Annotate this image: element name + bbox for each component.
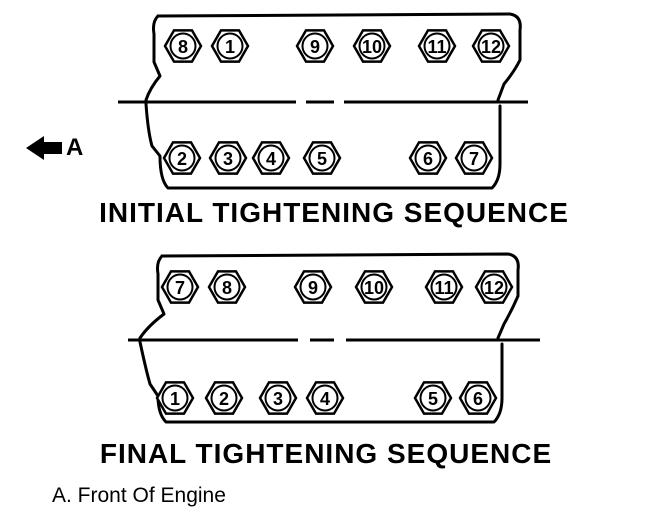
- bolt-washer-circle: [464, 384, 492, 412]
- bolt-washer-circle: [423, 32, 451, 60]
- initial-bolt-11: 11: [417, 29, 457, 63]
- bolt-washer-circle: [358, 32, 386, 60]
- bolt-number: 8: [222, 278, 232, 298]
- bolt-washer-circle: [477, 32, 505, 60]
- bolt-number: 5: [317, 149, 327, 169]
- initial-bolt-8: 8: [163, 29, 203, 63]
- initial-bolt-2: 2: [162, 141, 202, 175]
- final-bolt-9: 9: [293, 270, 333, 304]
- bolt-washer-circle: [210, 384, 238, 412]
- bolt-number: 4: [320, 389, 330, 409]
- bolt-number: 9: [308, 278, 318, 298]
- bolt-number: 5: [428, 389, 438, 409]
- bolt-washer-circle: [168, 144, 196, 172]
- initial-bolt-4: 4: [251, 141, 291, 175]
- bolt-washer-circle: [161, 384, 189, 412]
- bolt-number: 7: [175, 278, 185, 298]
- bolt-number: 3: [273, 389, 283, 409]
- final-bolt-11: 11: [424, 270, 464, 304]
- final-bolt-7: 7: [160, 270, 200, 304]
- bolt-number: 11: [434, 278, 453, 298]
- bolt-number: 9: [310, 37, 320, 57]
- bolt-washer-circle: [430, 273, 458, 301]
- initial-bolt-9: 9: [295, 29, 335, 63]
- initial-bolt-5: 5: [302, 141, 342, 175]
- bolt-washer-circle: [414, 144, 442, 172]
- bolt-washer-circle: [299, 273, 327, 301]
- initial-bolt-7: 7: [454, 141, 494, 175]
- bolt-washer-circle: [257, 144, 285, 172]
- bolt-washer-circle: [301, 32, 329, 60]
- bolt-number: 6: [423, 149, 433, 169]
- bolt-number: 4: [266, 149, 276, 169]
- bolt-washer-circle: [213, 273, 241, 301]
- final-bolt-1: 1: [155, 381, 195, 415]
- bolt-washer-circle: [311, 384, 339, 412]
- final-sequence-title: FINAL TIGHTENING SEQUENCE: [99, 438, 553, 469]
- bolt-number: 7: [469, 149, 479, 169]
- final-bolt-3: 3: [258, 381, 298, 415]
- bolt-number: 3: [223, 149, 233, 169]
- bolt-washer-circle: [460, 144, 488, 172]
- final-bolt-6: 6: [458, 381, 498, 415]
- initial-bolt-12: 12: [471, 29, 511, 63]
- bolt-washer-circle: [360, 273, 388, 301]
- initial-sequence-title: INITIAL TIGHTENING SEQUENCE: [99, 197, 569, 228]
- final-bolt-5: 5: [413, 381, 453, 415]
- bolt-washer-circle: [214, 144, 242, 172]
- bolt-number: 1: [170, 389, 180, 409]
- initial-bolt-3: 3: [208, 141, 248, 175]
- final-bolt-10: 10: [354, 270, 394, 304]
- bolt-washer-circle: [419, 384, 447, 412]
- final-cylinder-head-outline: [138, 252, 520, 424]
- arrow-left-icon: [26, 136, 62, 160]
- bolt-number: 12: [481, 37, 501, 57]
- final-bolt-12: 12: [474, 270, 514, 304]
- final-bolt-4: 4: [305, 381, 345, 415]
- bolt-number: 6: [473, 389, 483, 409]
- bolt-washer-circle: [216, 32, 244, 60]
- bolt-number: 11: [427, 37, 446, 57]
- bolt-washer-circle: [264, 384, 292, 412]
- initial-cylinder-head-outline: [144, 12, 522, 190]
- bolt-number: 8: [178, 37, 188, 57]
- initial-bolt-1: 1: [210, 29, 250, 63]
- final-bolt-8: 8: [207, 270, 247, 304]
- bolt-number: 1: [225, 37, 235, 57]
- bolt-washer-circle: [480, 273, 508, 301]
- final-bolt-2: 2: [204, 381, 244, 415]
- legend-front-of-engine: A. Front Of Engine: [52, 484, 226, 507]
- bolt-number: 2: [219, 389, 229, 409]
- bolt-washer-circle: [166, 273, 194, 301]
- bolt-number: 12: [484, 278, 504, 298]
- bolt-number: 10: [362, 37, 382, 57]
- bolt-number: 2: [177, 149, 187, 169]
- initial-bolt-6: 6: [408, 141, 448, 175]
- bolt-washer-circle: [308, 144, 336, 172]
- initial-bolt-10: 10: [352, 29, 392, 63]
- bolt-washer-circle: [169, 32, 197, 60]
- bolt-number: 10: [364, 278, 384, 298]
- front-marker-letter: A: [66, 134, 84, 161]
